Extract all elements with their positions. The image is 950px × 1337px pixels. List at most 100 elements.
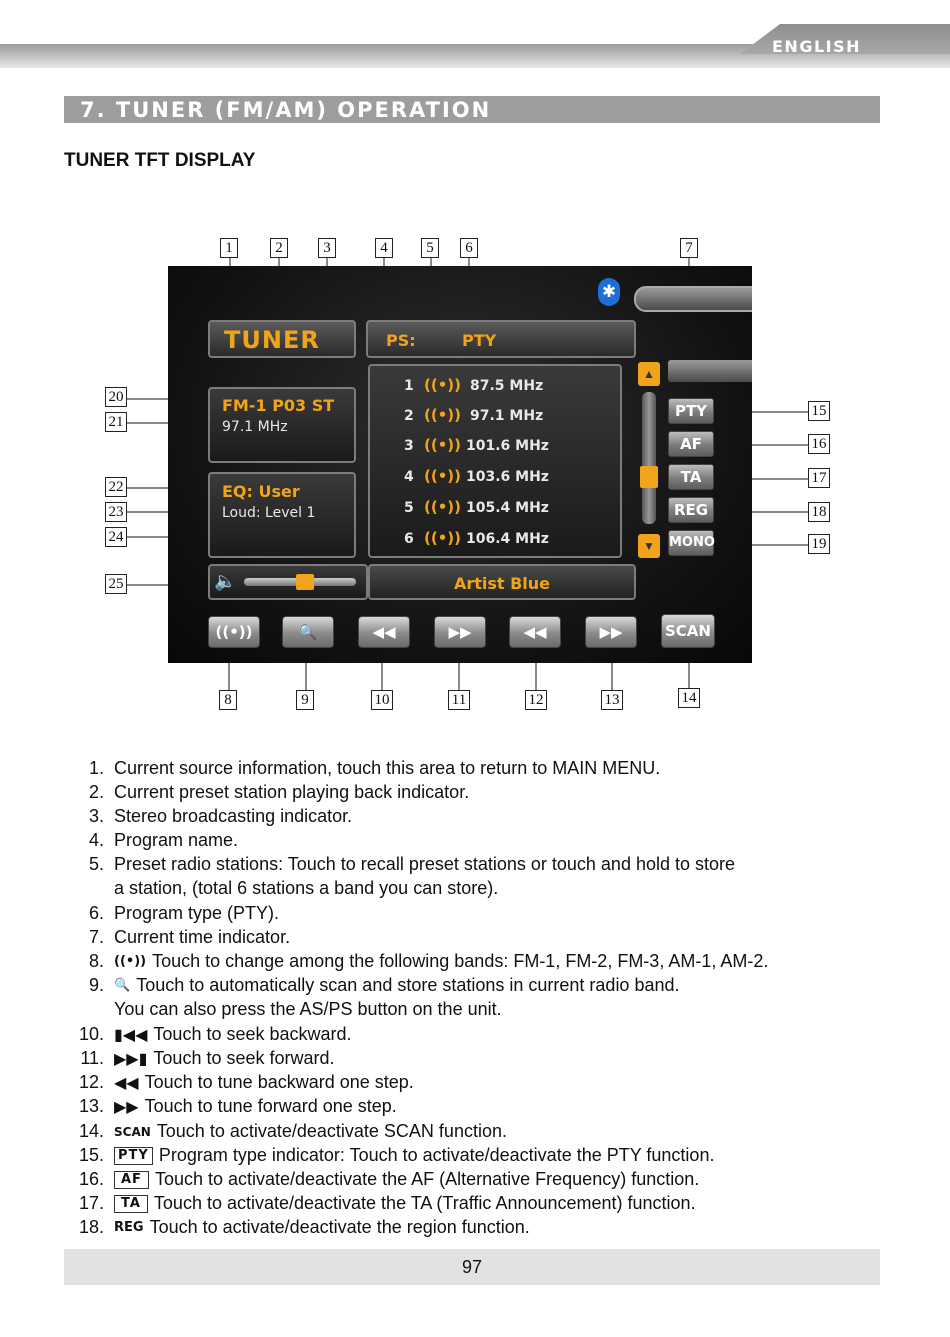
list-item-continuation: a station, (total 6 stations a band you … — [0, 876, 950, 900]
preset-row[interactable]: 2 ((•)) 97.1 MHz — [370, 402, 620, 432]
pty-icon: PTY — [114, 1147, 153, 1166]
item-text: Touch to change among the following band… — [152, 951, 769, 971]
callout-10: 10 — [371, 690, 393, 710]
section-title: 7. TUNER (FM/AM) OPERATION — [80, 98, 492, 122]
ps-label: PS: — [386, 331, 416, 350]
callout-3: 3 — [318, 238, 336, 258]
item-text: Current source information, touch this a… — [114, 758, 661, 778]
seek-backward-button[interactable]: ◀◀ — [358, 616, 410, 648]
list-item: 6. Program type (PTY). — [0, 901, 950, 925]
preset-row[interactable]: 3 ((•)) 101.6 MHz — [370, 432, 620, 462]
preset-antenna-icon: ((•)) — [424, 529, 462, 547]
tune-backward-icon: ◀◀ — [523, 623, 547, 641]
preset-frequency: 97.1 MHz — [470, 408, 544, 424]
item-text: Touch to activate/deactivate the TA (Tra… — [153, 1193, 696, 1213]
preset-row[interactable]: 6 ((•)) 106.4 MHz — [370, 525, 620, 555]
preset-row[interactable]: 5 ((•)) 105.4 MHz — [370, 494, 620, 524]
leader-line-20 — [126, 398, 202, 400]
item-text: Touch to activate/deactivate the region … — [149, 1217, 530, 1237]
item-text: You can also press the AS/PS button on t… — [114, 999, 502, 1019]
preset-row[interactable]: 4 ((•)) 103.6 MHz — [370, 463, 620, 493]
band-icon: ((•)) — [215, 623, 253, 641]
leader-line-9 — [305, 648, 307, 690]
item-number: 14. — [78, 1121, 104, 1141]
scroll-down-button[interactable]: ▼ — [638, 534, 660, 558]
leader-line-10 — [381, 648, 383, 690]
pty-button[interactable]: PTY — [668, 398, 714, 424]
list-item: 7. Current time indicator. — [0, 925, 950, 949]
item-number: 15. — [78, 1145, 104, 1165]
source-label: TUNER — [224, 326, 320, 354]
callout-20: 20 — [105, 387, 127, 407]
leader-line-17 — [712, 478, 808, 480]
item-text: Touch to seek backward. — [153, 1024, 352, 1044]
list-item: 11. ▶▶▮Touch to seek forward. — [0, 1046, 950, 1070]
item-text: Current preset station playing back indi… — [114, 782, 470, 802]
callout-11: 11 — [448, 690, 470, 710]
scroll-thumb[interactable] — [640, 466, 658, 488]
callout-9: 9 — [296, 690, 314, 710]
item-number: 17. — [78, 1193, 104, 1213]
preset-number: 1 — [404, 378, 414, 394]
leader-line-19 — [712, 544, 808, 546]
tune-backward-icon: ◀◀ — [114, 1073, 139, 1093]
frequency-line: 97.1 MHz — [222, 419, 288, 435]
seek-backward-icon: ▮◀◀ — [114, 1025, 148, 1045]
item-number: 12. — [78, 1072, 104, 1092]
ta-button[interactable]: TA — [668, 464, 714, 490]
preset-number: 4 — [404, 469, 414, 485]
scan-button[interactable]: SCAN — [661, 614, 715, 648]
eq-info-panel: EQ: User Loud: Level 1 — [208, 472, 356, 558]
preset-row[interactable]: 1 ((•)) 87.5 MHz — [370, 372, 620, 402]
preset-number: 6 — [404, 531, 414, 547]
scroll-track[interactable] — [642, 392, 656, 524]
tune-backward-button[interactable]: ◀◀ — [509, 616, 561, 648]
preset-number: 3 — [404, 438, 414, 454]
item-text: Program type (PTY). — [114, 903, 280, 923]
callout-5: 5 — [421, 238, 439, 258]
af-button[interactable]: AF — [668, 431, 714, 457]
callout-15: 15 — [808, 401, 830, 421]
item-text-wrap: ◀◀Touch to tune backward one step. — [114, 1070, 414, 1095]
item-text-wrap: ((•))Touch to change among the following… — [114, 949, 768, 974]
item-text: Touch to activate/deactivate SCAN functi… — [156, 1121, 507, 1141]
callout-13: 13 — [601, 690, 623, 710]
leader-line-18 — [712, 511, 808, 513]
list-item: 12. ◀◀Touch to tune backward one step. — [0, 1070, 950, 1094]
preset-list: 1 ((•)) 87.5 MHz 2 ((•)) 97.1 MHz 3 ((•)… — [368, 364, 622, 558]
scroll-up-button[interactable]: ▲ — [638, 362, 660, 386]
source-info-button[interactable]: TUNER — [208, 320, 356, 358]
volume-knob[interactable] — [295, 574, 314, 590]
tune-forward-button[interactable]: ▶▶ — [585, 616, 637, 648]
preset-frequency: 87.5 MHz — [470, 378, 544, 394]
band-button[interactable]: ((•)) — [208, 616, 260, 648]
item-text: Program name. — [114, 830, 239, 850]
footer-bar — [64, 1249, 880, 1285]
callout-22: 22 — [105, 477, 127, 497]
volume-bar[interactable]: 🔈 — [208, 564, 368, 600]
leader-line-24 — [126, 536, 196, 538]
leader-line-16 — [712, 444, 808, 446]
item-number: 5. — [88, 854, 104, 874]
seek-backward-icon: ◀◀ — [372, 623, 396, 641]
preset-antenna-icon: ((•)) — [424, 376, 462, 394]
now-playing-text: Artist Blue — [453, 574, 551, 593]
bluetooth-icon: ✱ — [598, 278, 620, 306]
loud-line: Loud: Level 1 — [222, 505, 316, 521]
reg-button[interactable]: REG — [668, 497, 714, 523]
preset-antenna-icon: ((•)) — [424, 436, 462, 454]
mono-button[interactable]: MONO — [668, 530, 715, 556]
auto-store-button[interactable]: 🔍 — [282, 616, 334, 648]
seek-forward-button[interactable]: ▶▶ — [434, 616, 486, 648]
callout-7: 7 — [680, 238, 698, 258]
leader-line-25 — [126, 584, 178, 586]
callout-16: 16 — [808, 434, 830, 454]
leader-line-8 — [228, 648, 230, 690]
item-number: 6. — [88, 903, 104, 923]
item-text: Touch to seek forward. — [153, 1048, 335, 1068]
list-item: 8. ((•))Touch to change among the follow… — [0, 949, 950, 973]
callout-17: 17 — [808, 468, 830, 488]
